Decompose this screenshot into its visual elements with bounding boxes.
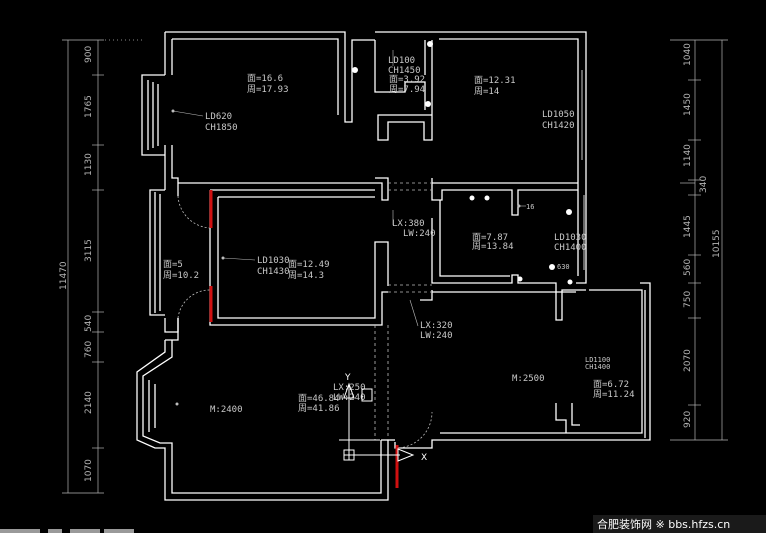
ucs-axis-icon <box>339 382 415 462</box>
dimension-label: 1445 <box>683 215 693 238</box>
fixture-dot <box>517 276 523 282</box>
bottom-toolbar-fragment <box>0 529 134 533</box>
axis-y-label: Y <box>344 373 351 383</box>
dimension-label: 1765 <box>84 95 94 118</box>
fixtures <box>352 41 573 285</box>
dimension-label: 560 <box>683 259 693 276</box>
dimension-label: 1040 <box>683 43 693 66</box>
opening-lw-label: LW:240 <box>420 331 453 341</box>
dimension-total-label: 11470 <box>59 261 69 290</box>
ceiling-height-label: M:2500 <box>512 374 545 384</box>
room-perimeter-label: 周=14.3 <box>288 270 324 281</box>
dashed-openings <box>374 182 432 440</box>
dimension-label: 2140 <box>84 391 94 414</box>
room-area-label: 面=16.6 <box>247 73 283 84</box>
dimension-label: 2070 <box>683 349 693 372</box>
dimension-label: 750 <box>683 291 693 308</box>
room-area-label: 面=12.31 <box>474 75 516 86</box>
fixture-dot <box>567 279 573 285</box>
right-dimension-texts: 1040 1450 1140 340 1445 560 750 2070 920… <box>683 43 722 428</box>
door-arcs <box>177 195 433 449</box>
window-labels: LD620 CH1850 LD1050 CH1420 LD1030 CH1430… <box>205 56 610 371</box>
room-perimeter-label: 周=7.94 <box>389 84 425 95</box>
ceiling-height-label: M:2400 <box>210 405 243 415</box>
window-ld-label: LD1030 <box>554 233 587 243</box>
room-perimeter-label: 周=13.84 <box>472 241 514 252</box>
fixture-dot <box>427 41 433 47</box>
dimension-label: 1450 <box>683 93 693 116</box>
room-area-label: 面=7.87 <box>472 232 508 243</box>
interior-walls <box>165 40 586 441</box>
window-ch-label: CH1400 <box>554 243 587 253</box>
room-area-label: 面=12.49 <box>288 259 330 270</box>
window-ch-label: CH1430 <box>257 267 290 277</box>
left-dimension-lines <box>62 39 142 494</box>
dimension-label: 760 <box>84 341 94 358</box>
window-ld-label: LD100 <box>388 56 415 66</box>
fixture-dot <box>484 195 490 201</box>
door-markers <box>209 190 399 488</box>
misc-label: 630 <box>557 263 570 271</box>
opening-lx-label: LX:380 <box>392 219 425 229</box>
leader-dots <box>171 109 521 406</box>
right-dimension-lines <box>670 39 728 441</box>
opening-labels: LX:380 LW:240 LX:320 LW:240 LX:250 LW:24… <box>333 219 453 403</box>
window-ch-label: CH1850 <box>205 123 238 133</box>
opening-lx-label: LX:320 <box>420 321 453 331</box>
room-area-label: 面=6.72 <box>593 379 629 390</box>
dimension-label: 3115 <box>84 239 94 262</box>
room-area-label: 面=46.84 <box>298 393 340 404</box>
fixture-dot <box>352 67 358 73</box>
window-ch-label: CH1420 <box>542 121 575 131</box>
room-perimeter-label: 周=41.86 <box>298 403 340 414</box>
outer-walls <box>136 31 651 501</box>
left-dimension-texts: 900 1765 1130 3115 540 760 2140 1070 114… <box>59 46 94 482</box>
dimension-label: 900 <box>84 46 94 63</box>
dimension-total-label: 10155 <box>712 229 722 258</box>
window-ch-label: CH1450 <box>388 66 421 76</box>
window-ch-label: CH1400 <box>585 363 610 371</box>
watermark-background <box>593 515 766 533</box>
window-ld-label: LD1050 <box>542 110 575 120</box>
window-ld-label: LD1100 <box>585 356 610 364</box>
dimension-label: 1140 <box>683 144 693 167</box>
room-perimeter-label: 周=17.93 <box>247 84 289 95</box>
ceiling-labels: M:2500 M:2400 630 16 <box>210 203 570 415</box>
room-perimeter-label: 周=14 <box>474 86 499 97</box>
axis-x-label: X <box>421 453 427 463</box>
right-window <box>581 70 585 270</box>
room-area-label: 面=5 <box>163 259 183 270</box>
dimension-label: 340 <box>699 176 709 193</box>
window-ld-label: LD1030 <box>257 256 290 266</box>
leader-lines <box>172 50 526 327</box>
dimension-label: 540 <box>84 315 94 332</box>
opening-lw-label: LW:240 <box>403 229 436 239</box>
dimension-label: 920 <box>683 411 693 428</box>
window-ld-label: LD620 <box>205 112 232 122</box>
misc-label: 16 <box>526 203 534 211</box>
dimension-label: 1070 <box>84 459 94 482</box>
room-perimeter-label: 周=11.24 <box>593 389 635 400</box>
fixture-dot <box>425 101 431 107</box>
fixture-dot <box>469 195 475 201</box>
room-labels: 面=16.6 周=17.93 面=3.92 周=7.94 面=12.31 周=1… <box>163 73 635 414</box>
room-area-label: 面=3.92 <box>389 74 425 85</box>
watermark-text: 合肥装饰网 ※ bbs.hfzs.cn <box>597 517 730 531</box>
fixture-dot <box>549 264 555 270</box>
room-perimeter-label: 周=10.2 <box>163 270 199 281</box>
fixture-dot <box>566 209 572 215</box>
dimension-label: 1130 <box>84 153 94 176</box>
